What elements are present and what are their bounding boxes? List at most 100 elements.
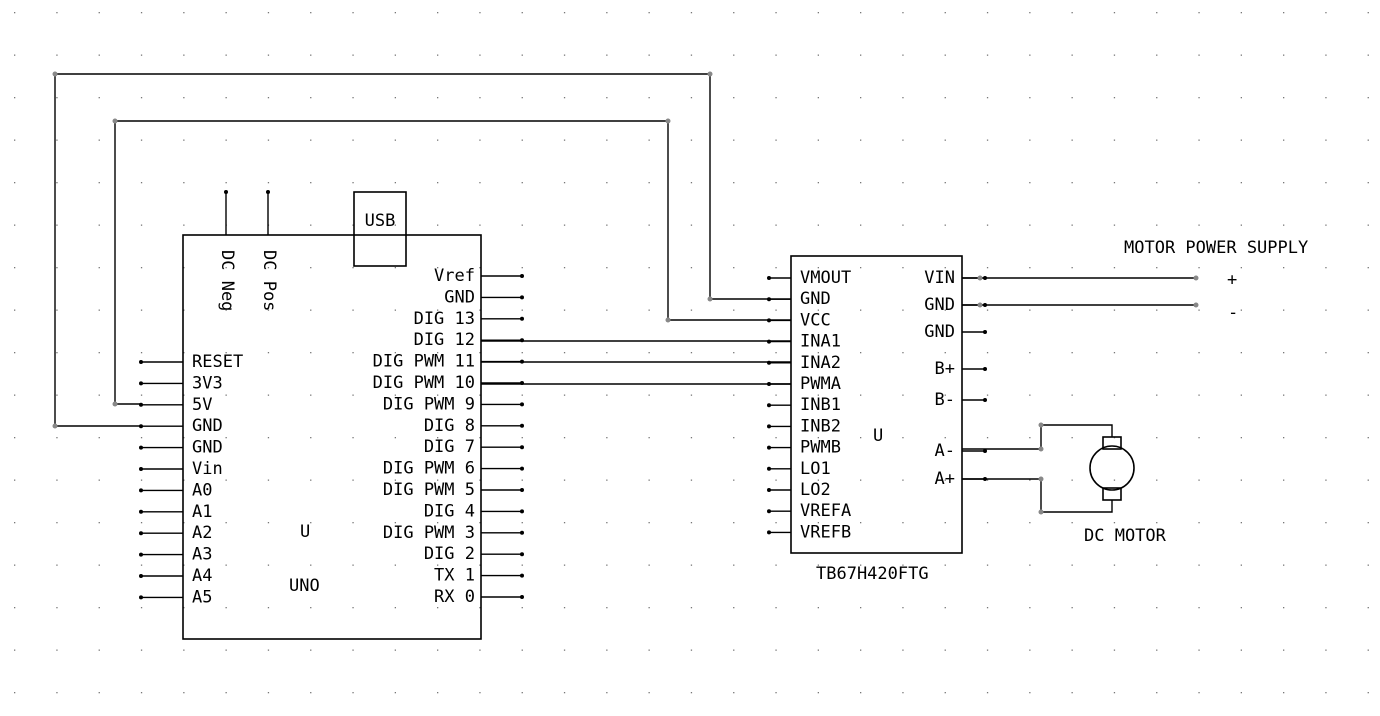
uno-pin-dig-4-end[interactable] [520, 509, 524, 514]
grid-dot [606, 54, 608, 56]
grid-dot [1240, 97, 1242, 99]
uno-pin-gnd-end[interactable] [139, 445, 143, 450]
grid-dot [437, 12, 439, 14]
grid-dot [437, 564, 439, 566]
grid-dot [521, 97, 523, 99]
grid-dot [606, 437, 608, 439]
grid-dot [775, 479, 777, 481]
driver-pin-label: PWMB [800, 438, 841, 458]
grid-dot [648, 267, 650, 269]
uno-pin-dig-13-end[interactable] [520, 316, 524, 321]
driver-pin-vrefa-end[interactable] [767, 509, 771, 514]
grid-dot [1325, 54, 1327, 56]
driver-pin-a-end[interactable] [983, 449, 987, 453]
wire-gnd-node-4 [707, 296, 713, 302]
grid-dot [479, 479, 481, 481]
grid-dot [1283, 522, 1285, 524]
grid-dot [986, 649, 989, 651]
uno-pin-dig-pwm-5-end[interactable] [520, 488, 524, 492]
grid-dot [606, 607, 608, 609]
uno-pin-reset-end[interactable] [139, 360, 143, 364]
grid-dot [1113, 479, 1116, 481]
uno-pin-3v3-end[interactable] [139, 381, 143, 386]
driver-pin-bplus-end[interactable] [983, 367, 987, 371]
uno-pin-a1-end[interactable] [139, 509, 143, 514]
plus-terminal[interactable] [1193, 275, 1199, 281]
grid-dot [394, 437, 396, 439]
driver-pin-lo1-end[interactable] [767, 466, 771, 471]
grid-dot [817, 607, 819, 609]
grid-dot [1240, 437, 1242, 439]
driver-pin-gnd-end[interactable] [983, 330, 987, 334]
uno-pin-vin-end[interactable] [139, 467, 143, 471]
uno-pin-dig-pwm-6-end[interactable] [520, 466, 524, 471]
uno-pin-vref-end[interactable] [520, 274, 524, 278]
grid-dot [56, 352, 58, 354]
grid-dot [606, 564, 608, 566]
uno-pin-dig-pwm-9-end[interactable] [520, 402, 524, 407]
grid-dot [563, 607, 566, 609]
grid-dot [690, 224, 693, 226]
grid-dot [1029, 437, 1031, 439]
minus-terminal[interactable] [1193, 302, 1199, 308]
grid-dot [140, 522, 143, 524]
arduino-uno-symbol[interactable]: USB DC Neg DC Pos RESET3V35VGNDGNDVinA0A… [139, 190, 524, 640]
dc-motor-symbol[interactable]: DC MOTOR [962, 422, 1167, 547]
uno-pin-dig-8-end[interactable] [520, 423, 524, 428]
uno-pin-dig-pwm-3-end[interactable] [520, 530, 524, 535]
driver-pin-vrefb-end[interactable] [767, 530, 771, 535]
motor-driver-symbol[interactable]: VMOUTGNDVCCINA1INA2PWMAINB1INB2PWMBLO1LO… [767, 255, 987, 584]
grid-dot [606, 267, 608, 269]
uno-pin-dig-2-end[interactable] [520, 552, 524, 557]
driver-pin-inb2-end[interactable] [767, 424, 771, 429]
grid-dot [183, 522, 185, 524]
uno-pin-a2-end[interactable] [139, 531, 143, 536]
uno-pin-a4-end[interactable] [139, 574, 143, 578]
driver-value-label: TB67H420FTG [816, 564, 929, 584]
grid-dot [479, 309, 481, 311]
grid-dot [690, 522, 693, 524]
grid-dot [310, 267, 312, 269]
driver-pin-label: INA2 [800, 353, 841, 373]
grid-dot [733, 139, 735, 141]
uno-pin-a0-end[interactable] [139, 488, 143, 493]
grid-dot [183, 139, 185, 141]
uno-pin-gnd-end[interactable] [520, 295, 524, 300]
driver-pin-lo2-end[interactable] [767, 488, 771, 492]
grid-dot [394, 394, 396, 396]
driver-pin-label: VCC [800, 310, 831, 330]
uno-pin-tx-1-end[interactable] [520, 573, 524, 578]
grid-dot [1113, 12, 1116, 14]
grid-dot [1113, 182, 1116, 184]
wire-a-plus-motor[interactable] [962, 478, 1113, 513]
uno-pin-a5-end[interactable] [139, 595, 143, 600]
grid-dot [902, 12, 904, 14]
grid-dot [986, 352, 989, 354]
uno-pin-rx-0-end[interactable] [520, 595, 524, 599]
driver-pin-vmout-end[interactable] [767, 276, 771, 280]
wire-a-minus-motor[interactable] [962, 424, 1113, 450]
a-plus-node-2 [1038, 509, 1044, 515]
grid-dot [860, 479, 862, 481]
grid-dot [1367, 564, 1369, 566]
dc-neg-pin-end[interactable] [224, 190, 228, 194]
driver-pin-pwmb-end[interactable] [767, 445, 771, 450]
wire-5v[interactable] [114, 120, 791, 405]
wire-gnd[interactable] [54, 73, 791, 427]
grid-dot [1156, 139, 1158, 141]
grid-dot [817, 182, 819, 184]
driver-pin-inb1-end[interactable] [767, 403, 771, 408]
grid-dot [56, 437, 58, 439]
uno-pin-label: RESET [192, 352, 243, 372]
grid-dot [140, 394, 143, 396]
uno-pin-dig-7-end[interactable] [520, 445, 524, 450]
uno-pin-label: A4 [192, 566, 212, 586]
uno-pin-label: DIG PWM 10 [373, 373, 475, 393]
grid-dot [352, 607, 354, 609]
driver-pin-b-end[interactable] [983, 398, 987, 402]
grid-dot [56, 309, 58, 311]
uno-pin-a3-end[interactable] [139, 552, 143, 557]
grid-dot [98, 352, 100, 354]
grid-dot [563, 182, 566, 184]
dc-pos-pin-end[interactable] [266, 190, 270, 194]
